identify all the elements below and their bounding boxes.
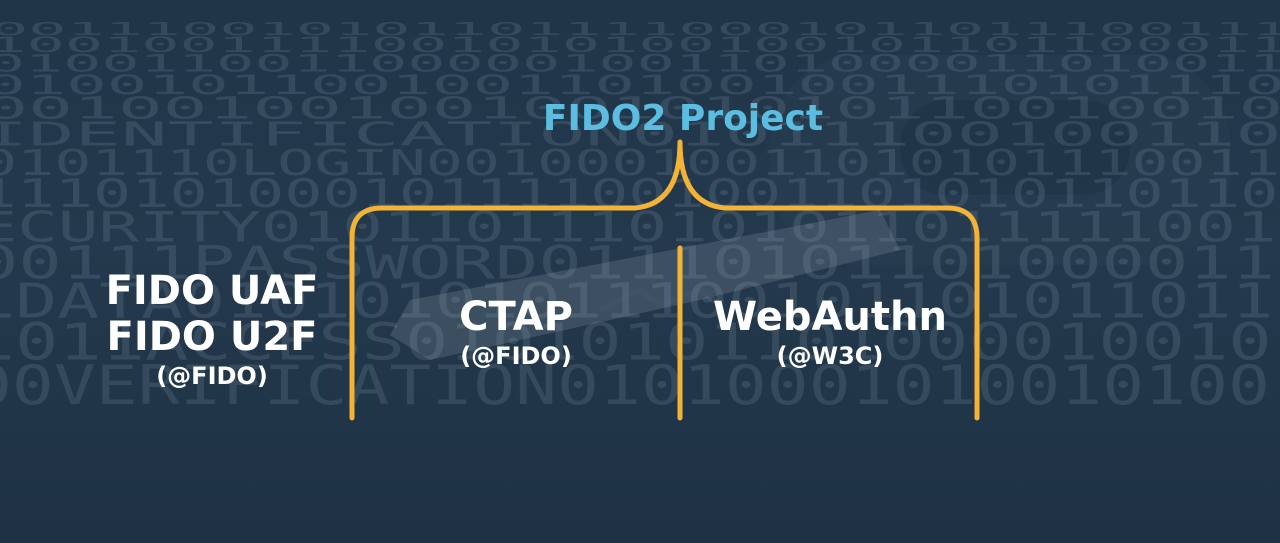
webauthn-org-label: (@W3C) [776,342,884,370]
binary-row: 0101110LOGIN00100010011010101110011 [0,143,1280,184]
fido-org-label: (@FIDO) [156,362,268,390]
binary-row: 00VERIFICATION01010001010010100 [0,354,1270,417]
fido-u2f-label: FIDO U2F [106,314,318,360]
fido-uaf-label: FIDO UAF [105,268,319,314]
binary-row: 00111PASSWORD01110101101000011 [0,236,1275,289]
binary-row: 1011ACCESS01010101101000010010 [0,313,1272,372]
ctap-component: CTAP (@FIDO) [400,294,632,372]
webauthn-label: WebAuthn [713,294,947,340]
binary-row: 1DATA01010101011100101101011011 [0,274,1273,330]
binary-row: IDENTIFICATION01011100100110 [0,114,1280,153]
curly-brace [349,139,980,421]
legacy-protocols: FIDO UAF FIDO U2F (@FIDO) [92,268,332,392]
binary-row: 0011100101011011110001011011100111 [0,19,1280,40]
ctap-org-label: (@FIDO) [460,342,572,370]
binary-row: ECURITY0101101110101011011111001 [0,202,1277,251]
binary-row: 00100100100100101010110010010 [0,91,1280,126]
binary-row: 0100110011000001001101000011010011 [0,50,1280,78]
key-icon [390,55,1230,360]
binary-rows: 0011100101011011110001011011100111100100… [0,19,1280,417]
ctap-label: CTAP [459,294,573,340]
diagram-title: FIDO2 Project [542,98,824,139]
binary-row: 01001011001001101001001110101110 [0,70,1280,101]
binary-row: 1001001111001010100100101101100011 [0,33,1280,57]
webauthn-component: WebAuthn (@W3C) [690,294,970,372]
